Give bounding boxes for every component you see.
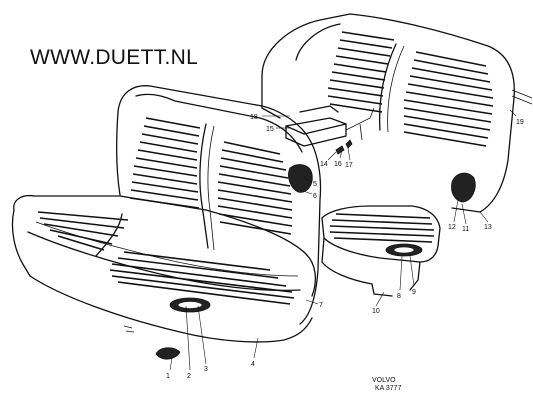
callout-4: 4: [251, 361, 255, 368]
front-bench-seat: [11, 85, 322, 360]
callout-18: 18: [250, 114, 258, 121]
rear-backrest-right-ribs: [403, 51, 494, 147]
callout-11: 11: [462, 226, 469, 233]
front-backrest-right-ribs: [217, 141, 293, 235]
reference-maker: VOLVO: [372, 377, 396, 384]
front-seat-mount-bracket: [155, 347, 181, 360]
callout-14: 14: [320, 161, 328, 168]
reference-code: KA 3777: [375, 385, 402, 392]
front-cushion-right-ribs: [109, 251, 295, 305]
website-title: WWW.DUETT.NL: [30, 46, 199, 69]
rear-backrest-left-ribs: [327, 31, 395, 113]
callout-17: 17: [345, 162, 353, 169]
callout-7: 7: [319, 302, 323, 309]
rear-backrest-side-cover: [451, 172, 476, 203]
rear-cushion-ribs: [329, 213, 435, 243]
callout-numbers: 1 2 3 4 5 6 7 8 9 10 11 12 13 14 15 16 1…: [166, 114, 524, 380]
callout-12: 12: [448, 224, 456, 231]
callout-1: 1: [166, 373, 170, 380]
leader-lines: [169, 109, 517, 371]
callout-13: 13: [484, 224, 492, 231]
callout-5: 5: [313, 181, 317, 188]
front-backrest-left-ribs: [129, 117, 201, 209]
front-cushion-left-ribs: [37, 211, 129, 251]
callout-9: 9: [412, 289, 416, 296]
callout-16: 16: [334, 161, 342, 168]
callout-19: 19: [516, 119, 524, 126]
rear-seat-assembly: [261, 13, 533, 297]
callout-6: 6: [313, 193, 317, 200]
callout-15: 15: [266, 126, 274, 133]
callout-10: 10: [372, 308, 380, 315]
front-backrest-hinge-cover: [288, 164, 313, 193]
rear-armrest: [285, 117, 347, 135]
callout-2: 2: [187, 373, 191, 380]
callout-8: 8: [397, 293, 401, 300]
callout-3: 3: [204, 366, 208, 373]
